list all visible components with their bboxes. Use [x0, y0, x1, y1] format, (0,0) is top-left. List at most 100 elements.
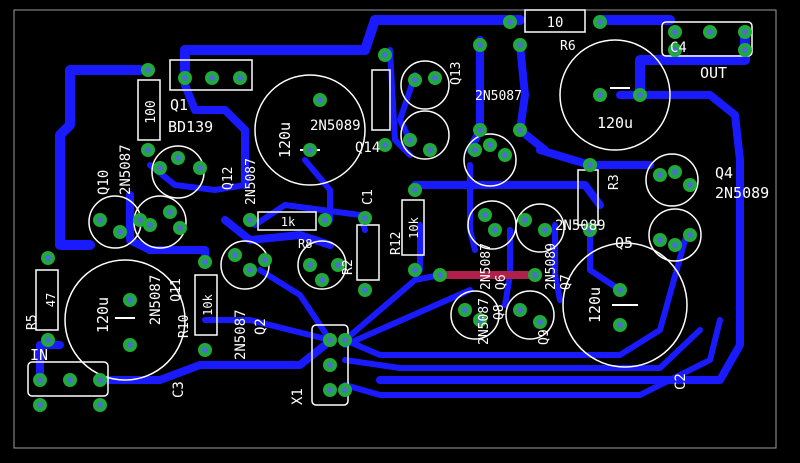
drill-hole: [247, 267, 253, 273]
drill-hole: [342, 387, 348, 393]
drill-hole: [687, 232, 693, 238]
drill-hole: [657, 172, 663, 178]
drill-hole: [412, 187, 418, 193]
drill-hole: [542, 227, 548, 233]
r12-value-label: 10k: [407, 216, 421, 238]
q11-part-label: 2N5087: [148, 275, 164, 326]
drill-hole: [202, 347, 208, 353]
drill-hole: [427, 147, 433, 153]
drill-hole: [507, 19, 513, 25]
q8-part-label: 2N5087: [477, 298, 492, 345]
drill-hole: [37, 377, 43, 383]
r10-label: R10: [177, 315, 192, 338]
drill-hole: [637, 92, 643, 98]
drill-hole: [597, 19, 603, 25]
drill-hole: [197, 165, 203, 171]
drill-hole: [335, 262, 341, 268]
drill-hole: [707, 29, 713, 35]
in-label: IN: [30, 346, 48, 364]
r-top-value-label: 100: [144, 100, 159, 123]
drill-hole: [182, 75, 188, 81]
drill-hole: [412, 267, 418, 273]
drill-hole: [317, 97, 323, 103]
drill-hole: [327, 337, 333, 343]
capacitor-outline-mid: [254, 74, 366, 186]
drill-hole: [477, 317, 483, 323]
drill-hole: [437, 272, 443, 278]
drill-hole: [477, 42, 483, 48]
q11-label: Q11: [169, 278, 184, 301]
drill-hole: [262, 257, 268, 263]
c3-value-label: 120u: [94, 297, 112, 333]
silkscreen-labels: 10 R6 C4 OUT Q1 BD139 100 Q10 2N5087 Q12…: [25, 15, 769, 405]
drill-hole: [67, 377, 73, 383]
r6-value-label: 10: [547, 15, 564, 31]
top-cap-value-label: 120u: [597, 114, 633, 132]
q12-label: Q12: [221, 167, 236, 190]
r5-label: R5: [25, 314, 40, 330]
drill-hole: [177, 225, 183, 231]
drill-hole: [97, 217, 103, 223]
drill-hole: [382, 52, 388, 58]
drill-hole: [327, 362, 333, 368]
silkscreen-outlines: [27, 9, 753, 406]
drill-hole: [147, 222, 153, 228]
drill-hole: [97, 402, 103, 408]
mid-cap-value-label: 120u: [276, 122, 294, 158]
board-outline: [13, 9, 777, 449]
q5-label: Q5: [615, 234, 633, 252]
capacitor-outline-top: [559, 39, 671, 151]
drill-hole: [382, 142, 388, 148]
q6-label: Q6: [494, 274, 509, 290]
drill-hole: [307, 262, 313, 268]
c1-label: C1: [361, 189, 376, 205]
drill-hole: [617, 287, 623, 293]
drill-hole: [672, 47, 678, 53]
q8-label: Q8: [492, 304, 507, 320]
drill-hole: [322, 217, 328, 223]
drill-hole: [97, 377, 103, 383]
drill-hole: [127, 297, 133, 303]
r8-label: R8: [298, 237, 312, 251]
drill-hole: [587, 227, 593, 233]
r5-value-label: 47: [44, 293, 58, 307]
drill-hole: [232, 252, 238, 258]
c2-label: C2: [673, 373, 689, 390]
q4-label: Q4: [715, 164, 733, 182]
drill-hole: [202, 259, 208, 265]
drill-hole: [462, 307, 468, 313]
drill-hole: [587, 162, 593, 168]
drill-hole: [482, 212, 488, 218]
q10-part-label: 2N5087: [118, 144, 134, 195]
q14-label: Q14: [355, 140, 380, 156]
c3-label: C3: [171, 381, 187, 398]
q2-part-label: 2N5087: [233, 309, 249, 360]
out-label: OUT: [700, 64, 727, 82]
drill-hole: [597, 92, 603, 98]
drill-hole: [145, 67, 151, 73]
drill-hole: [672, 29, 678, 35]
drill-hole: [362, 215, 368, 221]
q1-part-label: BD139: [168, 118, 213, 136]
drill-hole: [342, 337, 348, 343]
c2-value-label: 120u: [586, 287, 604, 323]
drill-hole: [672, 242, 678, 248]
drill-hole: [532, 272, 538, 278]
drill-hole: [137, 217, 143, 223]
x1-label: X1: [290, 388, 306, 405]
drill-hole: [657, 237, 663, 243]
drill-hole: [517, 42, 523, 48]
q7-label: Q7: [559, 274, 574, 290]
q9-part-label: 2N5089: [555, 218, 606, 234]
drill-hole: [492, 227, 498, 233]
q13-part-label: 2N5087: [475, 89, 522, 104]
drill-hole: [307, 147, 313, 153]
drill-hole: [167, 209, 173, 215]
q1-label: Q1: [170, 96, 188, 114]
drill-hole: [672, 169, 678, 175]
drill-hole: [45, 337, 51, 343]
drill-hole: [537, 319, 543, 325]
drill-hole: [362, 287, 368, 293]
